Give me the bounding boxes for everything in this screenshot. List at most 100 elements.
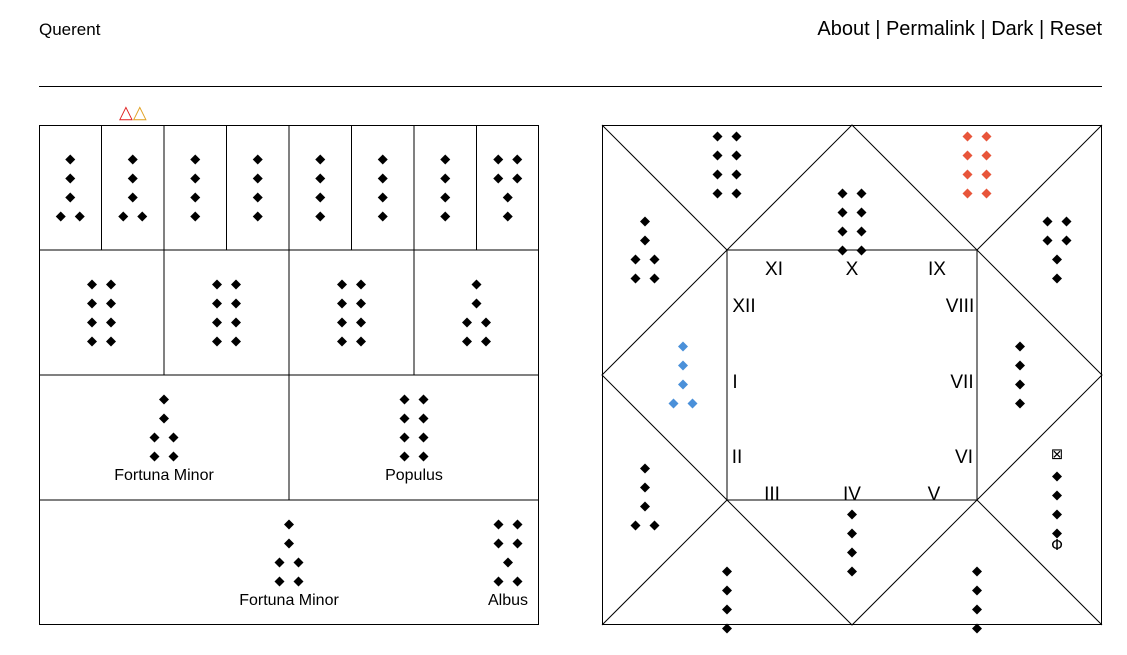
house-numeral: I: [732, 372, 737, 393]
figure-point: [231, 298, 241, 309]
figure-point: [512, 519, 523, 530]
figure-point: [252, 154, 263, 165]
figure-point: [731, 169, 742, 180]
figure-point: [252, 211, 263, 222]
figure-point: [231, 279, 241, 290]
house-numeral: IV: [843, 484, 861, 505]
figure-point: [356, 317, 366, 328]
figure-point: [293, 557, 304, 568]
shield-figure: [252, 154, 263, 222]
house-figure-11: [712, 131, 742, 199]
figure-point: [856, 226, 867, 237]
figure-point: [712, 188, 723, 199]
figure-point: [149, 451, 160, 462]
figure-point: [190, 154, 201, 165]
figure-point: [274, 557, 285, 568]
figure-point: [399, 451, 410, 462]
shield-chart: Fortuna Minor Populus Fortuna Minor Albu…: [39, 125, 539, 625]
reconciler-label: Albus: [488, 592, 528, 609]
figure-point: [462, 336, 472, 347]
figure-point: [462, 317, 472, 328]
figure-point: [678, 341, 688, 352]
witness-right-figure: [149, 394, 179, 462]
figure-point: [512, 154, 523, 165]
figure-point: [127, 173, 138, 184]
figure-point: [252, 192, 263, 203]
cross-box-icon: ⊠: [1051, 445, 1064, 463]
figure-point: [377, 173, 388, 184]
figure-point: [106, 298, 116, 309]
figure-point: [212, 298, 222, 309]
figure-point: [847, 509, 857, 520]
figure-point: [399, 394, 410, 405]
figure-point: [1042, 216, 1053, 227]
figure-point: [315, 173, 326, 184]
house-numeral: VI: [955, 447, 973, 468]
figure-point: [377, 211, 388, 222]
triplicity-marks: △△: [119, 102, 147, 122]
house-figure-8: [1042, 216, 1072, 284]
figure-point: [1052, 509, 1062, 520]
figure-point: [837, 207, 848, 218]
figure-point: [337, 298, 347, 309]
figure-point: [399, 432, 410, 443]
figure-point: [630, 520, 641, 531]
figure-point: [847, 528, 857, 539]
querent-title: Querent: [39, 20, 101, 39]
figure-point: [274, 576, 285, 587]
house-figure-6: [972, 566, 982, 634]
figure-point: [972, 604, 982, 615]
figure-point: [1015, 341, 1025, 352]
figure-point: [190, 173, 201, 184]
figure-point: [418, 451, 429, 462]
about-link[interactable]: About: [817, 18, 870, 40]
figure-point: [315, 154, 326, 165]
figure-point: [678, 379, 688, 390]
figure-point: [502, 211, 513, 222]
permalink-link[interactable]: Permalink: [885, 18, 975, 40]
figure-point: [149, 432, 160, 443]
shield-figure: [493, 154, 523, 222]
dark-mode-link[interactable]: Dark: [991, 18, 1034, 40]
figure-point: [168, 451, 179, 462]
figure-point: [722, 623, 732, 634]
house-chart-lines: [601, 124, 1103, 626]
figure-point: [231, 317, 241, 328]
shield-figure: [87, 279, 116, 347]
figure-point: [106, 279, 116, 290]
figure-point: [640, 482, 650, 493]
figure-point: [440, 211, 451, 222]
figure-point: [722, 566, 732, 577]
figure-point: [377, 154, 388, 165]
figure-point: [65, 173, 76, 184]
figure-point: [399, 413, 410, 424]
reset-link[interactable]: Reset: [1049, 18, 1102, 40]
part-of-fortune-icon: Φ: [1051, 536, 1063, 554]
figure-point: [440, 173, 451, 184]
house-numeral: II: [732, 447, 743, 468]
figure-point: [1052, 273, 1062, 284]
figure-point: [1061, 216, 1072, 227]
house-figure-10: [837, 188, 867, 256]
figure-point: [159, 413, 169, 424]
figure-point: [471, 279, 482, 290]
figure-point: [847, 547, 857, 558]
figure-point: [722, 604, 732, 615]
figure-point: [712, 169, 723, 180]
figure-point: [512, 576, 523, 587]
figure-point: [212, 336, 222, 347]
figure-point: [712, 131, 723, 142]
figure-point: [837, 245, 848, 256]
figure-point: [649, 254, 660, 265]
house-figure-9: [962, 131, 992, 199]
figure-point: [1015, 398, 1025, 409]
figure-point: [356, 336, 366, 347]
figure-point: [981, 169, 992, 180]
figure-point: [293, 576, 304, 587]
house-numeral: XII: [732, 296, 755, 317]
figure-point: [847, 566, 857, 577]
figure-point: [731, 131, 742, 142]
figure-point: [1061, 235, 1072, 246]
figure-point: [640, 235, 650, 246]
